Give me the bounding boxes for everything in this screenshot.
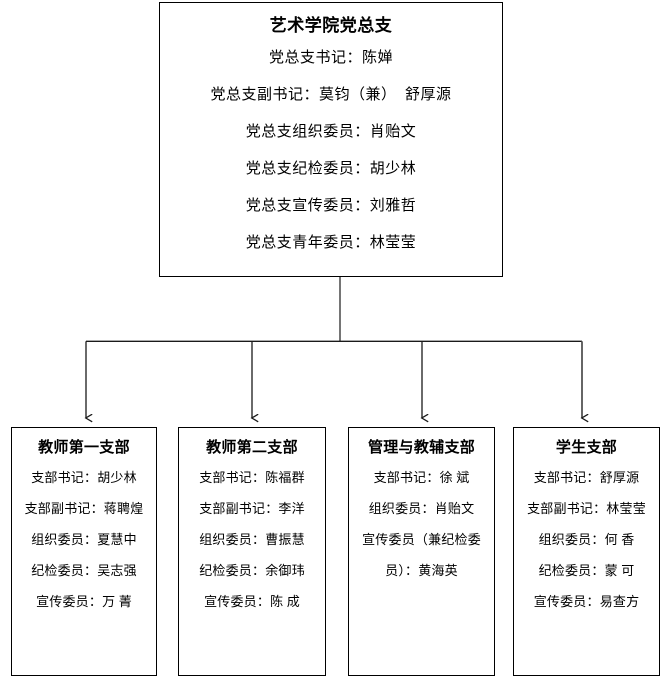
- org-node-root-line-2: 党总支副书记：莫钧（兼） 舒厚源: [210, 87, 452, 103]
- org-node-branch-1-title: 教师第一支部: [38, 440, 130, 456]
- org-node-branch-4: 学生支部 支部书记：舒厚源 支部副书记：林莹莹 组织委员：何 香 纪检委员：蒙 …: [513, 427, 660, 676]
- org-node-branch-4-line-4: 纪检委员：蒙 可: [538, 563, 635, 578]
- org-node-branch-1-line-5: 宣传委员：万 菁: [36, 594, 132, 609]
- org-node-branch-1-line-1: 支部书记：胡少林: [31, 470, 137, 485]
- org-node-branch-2-line-1: 支部书记：陈福群: [199, 470, 305, 485]
- org-node-root-line-5: 党总支宣传委员：刘雅哲: [245, 198, 417, 214]
- org-node-branch-3-line-1: 支部书记：徐 斌: [373, 470, 470, 485]
- org-node-branch-1: 教师第一支部 支部书记：胡少林 支部副书记：蒋聘煌 组织委员：夏慧中 纪检委员：…: [11, 427, 157, 676]
- org-node-branch-3-title: 管理与教辅支部: [367, 440, 476, 456]
- org-node-branch-4-title: 学生支部: [555, 440, 618, 456]
- org-node-branch-1-line-3: 组织委员：夏慧中: [31, 532, 137, 547]
- org-node-root-line-4: 党总支纪检委员：胡少林: [245, 161, 417, 177]
- org-node-branch-2-line-2: 支部副书记：李洋: [199, 501, 305, 516]
- org-node-branch-4-line-5: 宣传委员：易查方: [533, 594, 640, 609]
- org-node-branch-3-line-3: 宣传委员（兼纪检委员）：黄海英: [362, 532, 481, 578]
- org-node-root-title: 艺术学院党总支: [269, 16, 393, 35]
- org-node-branch-3: 管理与教辅支部 支部书记：徐 斌 组织委员：肖贻文 宣传委员（兼纪检委员）：黄海…: [348, 427, 495, 676]
- org-node-root-line-1: 党总支书记：陈婵: [268, 50, 393, 66]
- org-node-branch-2-line-3: 组织委员：曹振慧: [199, 532, 305, 547]
- org-node-root-line-3: 党总支组织委员：肖贻文: [245, 124, 417, 140]
- org-node-branch-1-line-4: 纪检委员：吴志强: [31, 563, 137, 578]
- org-node-branch-2-line-5: 宣传委员：陈 成: [204, 594, 300, 609]
- org-node-branch-4-line-1: 支部书记：舒厚源: [533, 470, 640, 485]
- org-node-branch-2-title: 教师第二支部: [206, 440, 298, 456]
- org-node-branch-3-line-2: 组织委员：肖贻文: [368, 501, 475, 516]
- org-node-branch-4-line-2: 支部副书记：林莹莹: [527, 501, 646, 516]
- org-node-root-line-6: 党总支青年委员：林莹莹: [245, 235, 417, 251]
- org-node-branch-1-line-2: 支部副书记：蒋聘煌: [24, 501, 144, 516]
- org-node-branch-2-line-4: 纪检委员：余御玮: [199, 563, 305, 578]
- org-node-branch-2: 教师第二支部 支部书记：陈福群 支部副书记：李洋 组织委员：曹振慧 纪检委员：余…: [178, 427, 326, 676]
- org-node-root: 艺术学院党总支 党总支书记：陈婵 党总支副书记：莫钧（兼） 舒厚源 党总支组织委…: [159, 2, 503, 277]
- org-node-branch-4-line-3: 组织委员：何 香: [538, 532, 635, 547]
